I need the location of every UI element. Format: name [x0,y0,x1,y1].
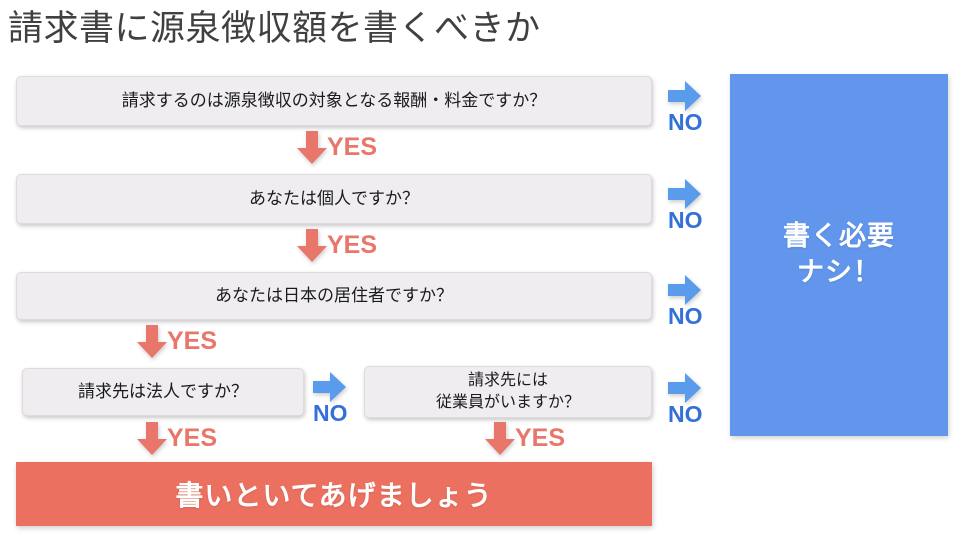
question-box-5[interactable]: 請求先には 従業員がいますか？ [364,366,652,418]
question-box-3[interactable]: あなたは日本の居住者ですか？ [16,272,652,320]
yes-branch-5: YES [484,422,565,456]
result-box-no-withholding[interactable]: 書く必要 ナシ！ [730,74,948,436]
result-blue-line2: ナシ！ [797,257,881,287]
result-blue-text: 書く必要 ナシ！ [783,219,895,290]
yes-label: YES [327,230,378,259]
yes-branch-2: YES [296,229,377,263]
question-box-3-label: あなたは日本の居住者ですか？ [215,285,453,305]
arrow-down-icon [296,229,328,263]
yes-branch-3: YES [136,325,217,359]
arrow-right-icon [668,372,702,404]
no-branch-middle: NO [313,371,348,425]
yes-label: YES [515,423,566,452]
arrow-down-icon [484,422,516,456]
no-label: NO [313,400,348,426]
yes-label: YES [327,132,378,161]
arrow-down-icon [136,422,168,456]
arrow-down-icon [136,325,168,359]
arrow-right-icon [668,80,702,112]
yes-branch-4: YES [136,422,217,456]
question-box-4-label: 請求先は法人ですか？ [78,381,248,401]
question-box-1[interactable]: 請求するのは源泉徴収の対象となる報酬・料金ですか？ [16,76,652,126]
arrow-right-icon [668,274,702,306]
no-branch-3: NO [668,274,703,328]
no-label: NO [668,401,703,427]
result-blue-line1: 書く必要 [783,221,895,252]
question-box-1-label: 請求するのは源泉徴収の対象となる報酬・料金ですか？ [121,90,547,110]
yes-label: YES [167,423,218,452]
question-box-2-label: あなたは個人ですか？ [249,188,419,208]
question-box-5-text: 請求先には 従業員がいますか？ [436,370,580,413]
no-label: NO [668,109,703,135]
result-box-write-it[interactable]: 書いといてあげましょう [16,462,652,526]
no-branch-1: NO [668,80,703,134]
no-label: NO [668,207,703,233]
arrow-right-icon [313,371,347,403]
question-box-5-line2: 従業員がいますか？ [435,394,580,411]
no-label: NO [668,303,703,329]
no-branch-4: NO [668,372,703,426]
question-box-4[interactable]: 請求先は法人ですか？ [22,368,304,416]
question-box-2[interactable]: あなたは個人ですか？ [16,174,652,224]
yes-label: YES [167,326,218,355]
question-box-5-line1: 請求先には [467,372,548,390]
yes-branch-1: YES [296,131,377,165]
result-red-label: 書いといてあげましょう [175,480,493,511]
no-branch-2: NO [668,178,703,232]
page-title: 請求書に源泉徴収額を書くべきか [8,9,541,48]
arrow-down-icon [296,131,328,165]
arrow-right-icon [668,178,702,210]
